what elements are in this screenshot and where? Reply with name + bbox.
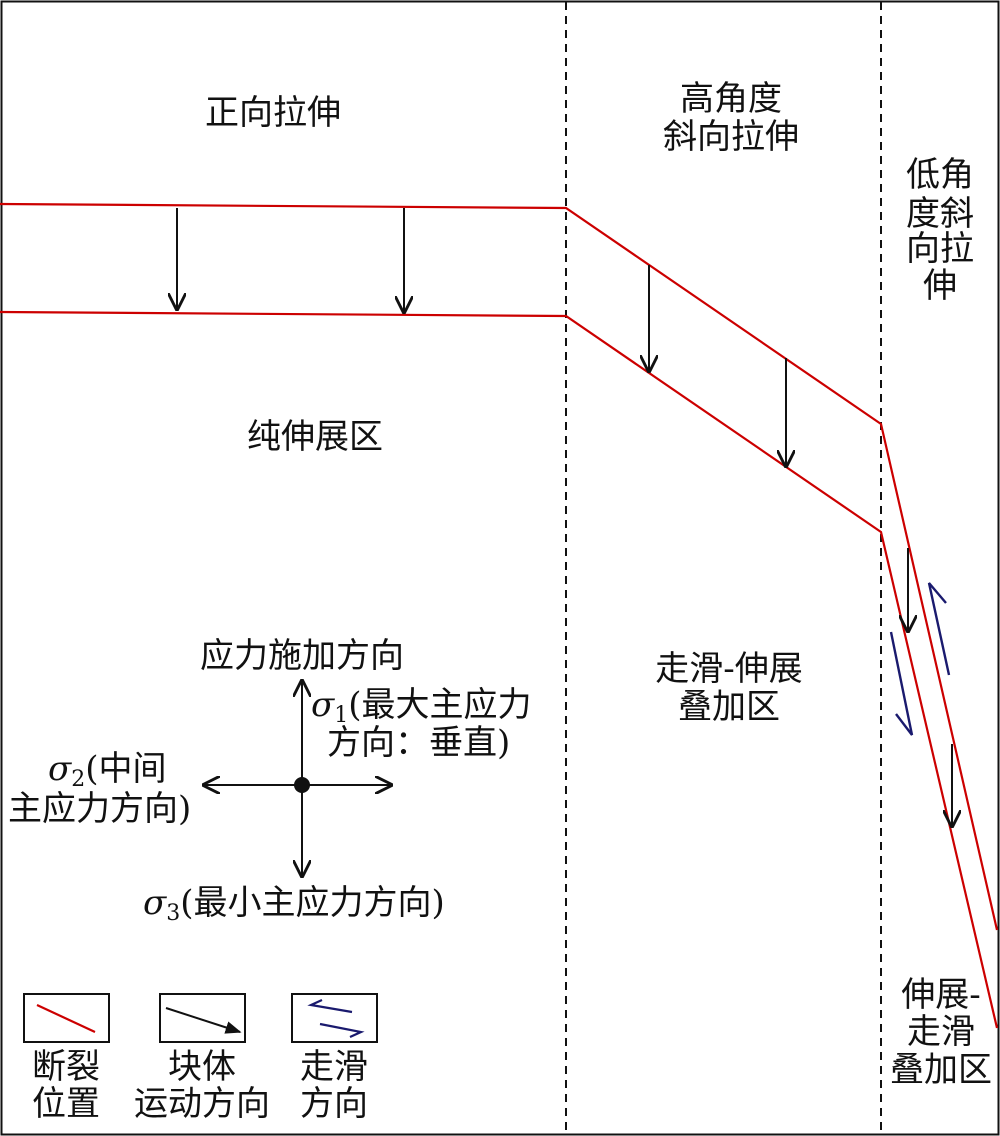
sigma2-text: (中间 [85, 749, 166, 789]
label-low-angle-1: 低角 [906, 155, 974, 195]
legend-slip-swatch-top [307, 998, 353, 1014]
label-sigma1-line1: σ1(最大主应力 [311, 685, 531, 728]
legend-block-swatch [165, 1007, 242, 1034]
legend-slip-label-1: 走滑 [300, 1047, 368, 1087]
legend-fault-label-1: 断裂 [32, 1047, 100, 1087]
fault-line-lower [0, 310, 999, 1029]
label-high-angle-2: 斜向拉伸 [663, 117, 799, 157]
label-sigma2-line1: σ2(中间 [48, 749, 166, 792]
sigma1-sub: 1 [334, 703, 348, 728]
legend: 断裂 位置 块体 运动方向 走滑 方向 [23, 993, 378, 1124]
legend-slip-box [291, 993, 378, 1043]
label-low-angle-2: 度斜 [906, 194, 974, 234]
label-sigma1-line2: 方向：垂直) [327, 723, 510, 763]
sigma3-symbol: σ [143, 883, 167, 923]
legend-fault-box [23, 993, 110, 1043]
legend-block-label-2: 运动方向 [134, 1084, 270, 1124]
sigma2-sub: 2 [71, 767, 85, 792]
slip-arrow-2 [889, 631, 914, 736]
sigma2-symbol: σ [48, 749, 72, 789]
slip-arrow-1 [927, 582, 951, 676]
label-sigma3: σ3(最小主应力方向) [143, 883, 445, 926]
fault-line-upper [0, 202, 999, 931]
label-low-angle-3: 向拉 [906, 229, 974, 269]
stress-origin [294, 777, 310, 793]
label-stress-title: 应力施加方向 [200, 636, 404, 676]
label-sigma2-line2: 主应力方向) [8, 789, 191, 829]
label-high-angle-1: 高角度 [680, 79, 782, 119]
legend-block-box [159, 993, 246, 1043]
sigma1-symbol: σ [311, 685, 335, 725]
sigma3-sub: 3 [166, 901, 180, 926]
label-pure-extension: 纯伸展区 [247, 417, 383, 457]
label-ext-strike-slip-2: 走滑 [907, 1012, 975, 1052]
label-ext-strike-slip-1: 伸展- [901, 975, 981, 1015]
legend-block-label-1: 块体 [168, 1047, 236, 1087]
label-normal-extension: 正向拉伸 [205, 93, 341, 133]
legend-fault-label-2: 位置 [32, 1084, 100, 1124]
sigma3-text: (最小主应力方向) [180, 883, 445, 923]
label-low-angle-4: 伸 [923, 266, 957, 306]
label-ext-strike-slip-3: 叠加区 [890, 1050, 992, 1090]
sigma1-text: (最大主应力 [348, 685, 531, 725]
label-strike-slip-ext-1: 走滑-伸展 [655, 649, 803, 689]
legend-fault-swatch [36, 1004, 96, 1033]
label-strike-slip-ext-2: 叠加区 [678, 687, 780, 727]
legend-slip-label-2: 方向 [300, 1084, 368, 1124]
legend-slip-swatch-bottom [319, 1022, 365, 1039]
